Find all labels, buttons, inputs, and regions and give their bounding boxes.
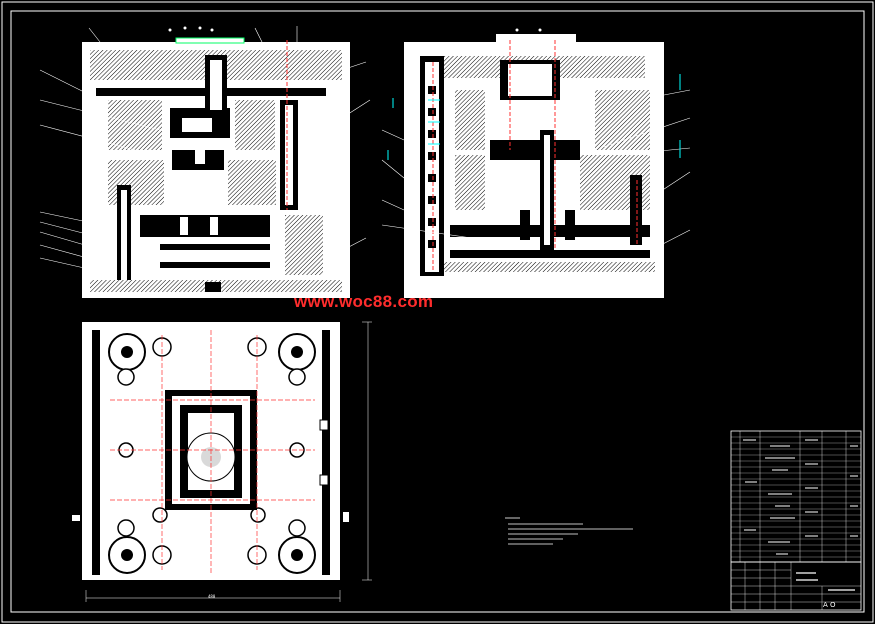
side-section-view [381, 34, 691, 298]
plan-view [72, 321, 372, 602]
title-block-scale: A O [823, 601, 836, 609]
plan-width-dimension: 480 [208, 594, 216, 599]
callout-marks [168, 26, 542, 32]
drawing-inner-border [10, 10, 865, 613]
parts-list-table [730, 430, 862, 563]
watermark-text: www.woc88.com [294, 292, 434, 311]
technical-notes [505, 517, 633, 545]
title-block [730, 561, 862, 611]
front-section-view [39, 26, 371, 298]
